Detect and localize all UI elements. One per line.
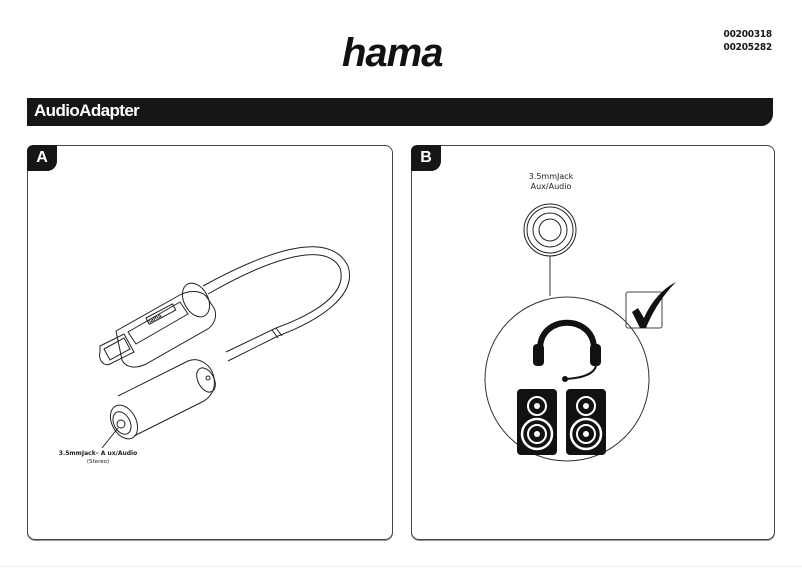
speaker-icon [517,389,557,455]
speaker-icon [566,389,606,455]
svg-text:hama: hama [146,313,163,326]
jack-label: 3.5mmJack Aux/Audio [528,172,574,191]
adapter-cable-illustration: hama [99,246,350,449]
headset-icon [533,319,601,382]
article-numbers: 00200318 00205282 [723,28,773,54]
svg-text:hama: hama [342,31,443,75]
article-number: 00205282 [723,42,773,53]
panel-a: A hama [27,145,393,540]
footer-divider [0,566,802,567]
connector-line [549,256,551,296]
jack-icon [523,203,577,257]
hama-logo: hama [340,31,465,75]
title-bar: AudioAdapter [27,98,773,126]
article-number: 00200318 [723,29,773,40]
device-circle [484,296,650,462]
panel-tag-b: B [411,145,441,171]
panel-b: B 3.5mmJack Aux/Audio [411,145,775,540]
checkmark-icon [625,282,676,329]
jack-callout-label: 3.5mmJack– A ux/Audio (Stereo) [58,450,138,465]
panel-tag-a: A [27,145,57,171]
page-title: AudioAdapter [34,101,140,120]
